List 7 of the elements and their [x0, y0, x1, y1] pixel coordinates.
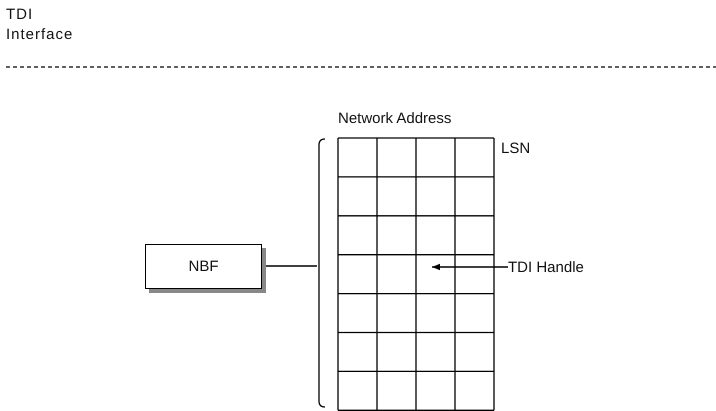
- field-label: LSN: [501, 140, 530, 157]
- connector-line: [266, 265, 317, 267]
- table-heading: Network Address: [338, 110, 452, 127]
- pointer-label: TDI Handle: [508, 258, 584, 276]
- interface-label: TDI Interface: [6, 5, 74, 45]
- node-label: NBF: [188, 258, 218, 275]
- connector-line: [432, 264, 508, 270]
